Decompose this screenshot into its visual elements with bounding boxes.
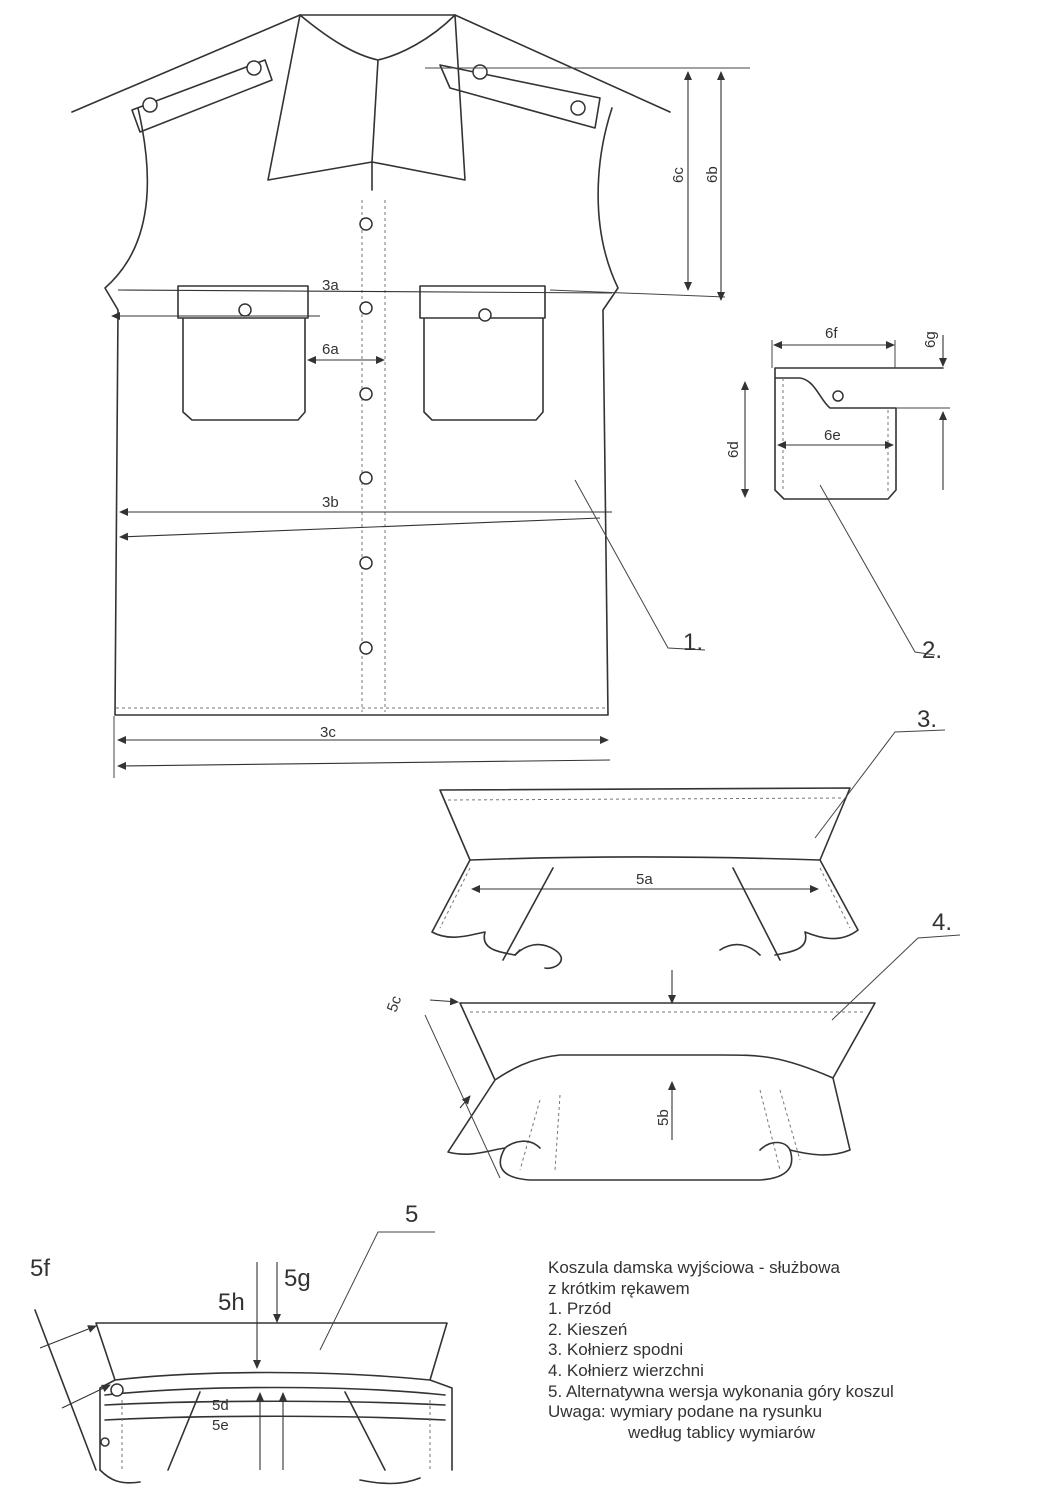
collar	[267, 14, 466, 191]
left-pocket	[177, 285, 309, 421]
legend-note-1: Uwaga: wymiary podane na rysunku	[548, 1402, 823, 1422]
label-6d: 6d	[725, 441, 742, 458]
figure-number-5: 5	[405, 1201, 418, 1228]
figure-number-2: 2.	[922, 637, 942, 664]
under-collar-figure: 5a 3.	[431, 706, 946, 970]
button-placket	[361, 200, 386, 712]
label-6e: 6e	[824, 427, 841, 444]
figure-number-1: 1.	[683, 629, 703, 656]
leader-3	[814, 729, 946, 839]
leader-2	[819, 484, 936, 656]
label-5d: 5d	[212, 1397, 229, 1414]
pocket-outline	[774, 367, 944, 500]
alt-collar-outline	[95, 1322, 453, 1471]
label-6f: 6f	[825, 325, 838, 342]
label-6b: 6b	[704, 166, 721, 183]
label-5e: 5e	[212, 1417, 229, 1434]
top-collar-outline	[447, 1002, 876, 1181]
shirt-front-figure: 3a 3b 3c 6a 6c 6b 1.	[71, 14, 750, 778]
dim-3a-line	[117, 289, 613, 294]
left-shoulder-strap	[131, 59, 273, 133]
dim-5f-arrow	[39, 1325, 97, 1349]
leader-1	[574, 479, 706, 651]
label-6g: 6g	[922, 331, 939, 348]
label-3c: 3c	[320, 724, 336, 741]
label-6c: 6c	[670, 167, 687, 183]
leader-5	[319, 1231, 435, 1351]
shirt-body-outline	[71, 14, 671, 716]
label-5h: 5h	[218, 1289, 245, 1316]
legend-item: 5. Alternatywna wersja wykonania góry ko…	[548, 1381, 894, 1401]
legend-item: 3. Kołnierz spodni	[548, 1340, 684, 1360]
label-5c: 5c	[384, 993, 406, 1014]
legend-title-1: Koszula damska wyjściowa - służbowa	[548, 1258, 840, 1277]
figure-number-3: 3.	[917, 706, 937, 733]
label-3a: 3a	[322, 277, 339, 294]
label-5f: 5f	[30, 1255, 50, 1282]
label-5a: 5a	[636, 871, 653, 888]
top-collar-figure: 5b 5c 4.	[384, 909, 961, 1181]
legend-title-2: z krótkim rękawem	[548, 1278, 690, 1298]
legend-note-2: według tablicy wymiarów	[628, 1422, 816, 1442]
label-6a: 6a	[322, 341, 339, 358]
under-collar-outline	[431, 787, 859, 956]
legend-item: 2. Kieszeń	[548, 1319, 628, 1339]
pocket-figure: 6f 6g 6e 6d 2.	[725, 325, 950, 664]
legend: Koszula damska wyjściowa - służbowa z kr…	[548, 1258, 1038, 1443]
label-3b: 3b	[322, 494, 339, 511]
alternative-figure: 5f 5g 5h 5d 5e 5	[30, 1201, 453, 1485]
legend-item: 1. Przód	[548, 1299, 612, 1319]
label-5b: 5b	[655, 1109, 672, 1126]
leader-4	[831, 934, 961, 1021]
right-pocket	[419, 285, 546, 421]
label-5g: 5g	[284, 1265, 311, 1292]
legend-item: 4. Kołnierz wierzchni	[548, 1360, 704, 1380]
right-shoulder-strap	[439, 64, 601, 129]
figure-number-4: 4.	[932, 909, 952, 936]
